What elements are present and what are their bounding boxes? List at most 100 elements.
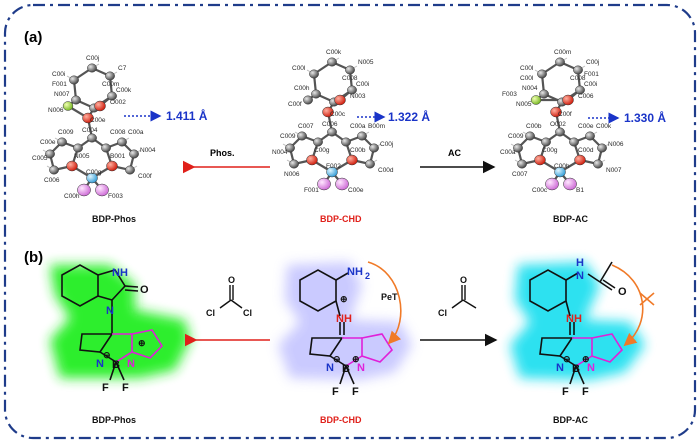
atom-c (539, 89, 549, 99)
atom-label: C006 (44, 177, 60, 184)
ac-f1: F (562, 386, 569, 398)
atom-f (95, 183, 109, 197)
reagent-phosgene (219, 285, 243, 309)
atom-f (545, 177, 559, 191)
atom-label: C00f (138, 173, 152, 180)
atom-c (129, 149, 139, 159)
atom-label: C00b (526, 123, 542, 130)
ac-nh: NH (566, 313, 582, 325)
glow-chd (278, 262, 412, 380)
atom-c (87, 133, 97, 143)
atom-label: C006 (322, 121, 338, 128)
phos-f2: F (122, 382, 129, 394)
atom-label: C00e (90, 117, 106, 124)
chd-nh: NH (336, 313, 352, 325)
atom-c (347, 85, 357, 95)
atom-label: C00m (554, 49, 571, 56)
atom-label: N005 (358, 59, 374, 66)
atom-c (569, 137, 579, 147)
ac-n2: N (587, 362, 595, 374)
atom-label: N005 (516, 101, 532, 108)
atom-c (365, 159, 375, 169)
atom-c (57, 137, 67, 147)
phos-n: N (106, 305, 114, 317)
atom-n (94, 100, 106, 112)
atom-c (525, 131, 535, 141)
atom-label: C00c (532, 187, 548, 194)
arrow-label-phos: Phos. (210, 148, 235, 158)
atom-c (69, 75, 79, 85)
atom-n (562, 94, 574, 106)
atom-label: C005 (32, 155, 48, 162)
atom-c (555, 127, 565, 137)
chd-b: B (342, 363, 350, 375)
atom-label: C00e (348, 187, 364, 194)
atom-label: C00i (584, 81, 597, 88)
ac-n-top: N (576, 270, 584, 282)
atom-label: N006 (608, 141, 624, 148)
atom-o (530, 95, 542, 105)
atom-n (334, 94, 346, 106)
atom-label: C00g (314, 147, 330, 154)
phosgene-cl2: Cl (243, 308, 252, 318)
atom-c (597, 143, 607, 153)
atom-c (105, 71, 115, 81)
crystal-structure-phos: C00jC00iN007C00mC00kC7C00eO002N006C004C0… (32, 55, 156, 200)
atom-label: N007 (606, 167, 622, 174)
atom-c (313, 137, 323, 147)
atom-c (45, 149, 55, 159)
atom-label: C00k (326, 49, 342, 56)
atom-label: C00i (52, 71, 65, 78)
atom-label: C00l (292, 65, 306, 72)
acetyl-cl: Cl (438, 308, 447, 318)
bond-length-chd: 1.322 Å (388, 109, 430, 124)
structure-phos (61, 264, 164, 381)
atom-label: C00a (128, 129, 144, 136)
ac-o: O (618, 286, 627, 298)
phos-n1: N (96, 358, 104, 370)
atom-label: N004 (522, 85, 538, 92)
phos-plus: ⊕ (138, 338, 146, 348)
atom-label: C00j (380, 141, 393, 148)
atom-label: C7 (118, 65, 127, 72)
atom-label: F001 (52, 81, 67, 88)
reagent-acetyl-chloride (451, 285, 477, 309)
ac-f2: F (582, 386, 589, 398)
ac-b: B (572, 363, 580, 375)
glow-phos (50, 265, 190, 378)
atom-label: C00e (578, 123, 594, 130)
acetyl-o: O (460, 275, 467, 285)
atom-label: C009 (280, 133, 296, 140)
atom-label: C00l (520, 65, 534, 72)
atom-c (513, 143, 523, 153)
atom-n (306, 154, 318, 166)
atom-c (297, 131, 307, 141)
atom-label: F001 (584, 71, 599, 78)
atom-c (87, 63, 97, 73)
chd-nh2-sub: 2 (365, 271, 370, 281)
atom-c (345, 65, 355, 75)
atom-label: C006 (578, 93, 594, 100)
phos-minus: ⊖ (103, 350, 111, 360)
atom-c (537, 69, 547, 79)
atom-label: F001 (304, 187, 319, 194)
chd-plus: ⊕ (340, 294, 348, 304)
atom-label: C00d (578, 147, 594, 154)
atom-n (106, 160, 118, 172)
atom-b (86, 172, 98, 184)
name-chd-b: BDP-CHD (320, 415, 362, 425)
atom-label: C00e (40, 139, 56, 146)
atom-label: C00k (596, 123, 612, 130)
atom-c (585, 131, 595, 141)
phos-nh: NH (112, 267, 128, 279)
name-phos-b: BDP-Phos (92, 415, 136, 425)
atom-c (71, 95, 81, 105)
structure-ac (529, 261, 624, 385)
panel-a-label: (a) (24, 29, 42, 46)
atom-n (322, 106, 334, 118)
atom-label: C009 (58, 129, 74, 136)
atom-label: C00i (356, 81, 369, 88)
atom-c (285, 143, 295, 153)
atom-c (341, 137, 351, 147)
panel-b-label: (b) (24, 249, 43, 266)
